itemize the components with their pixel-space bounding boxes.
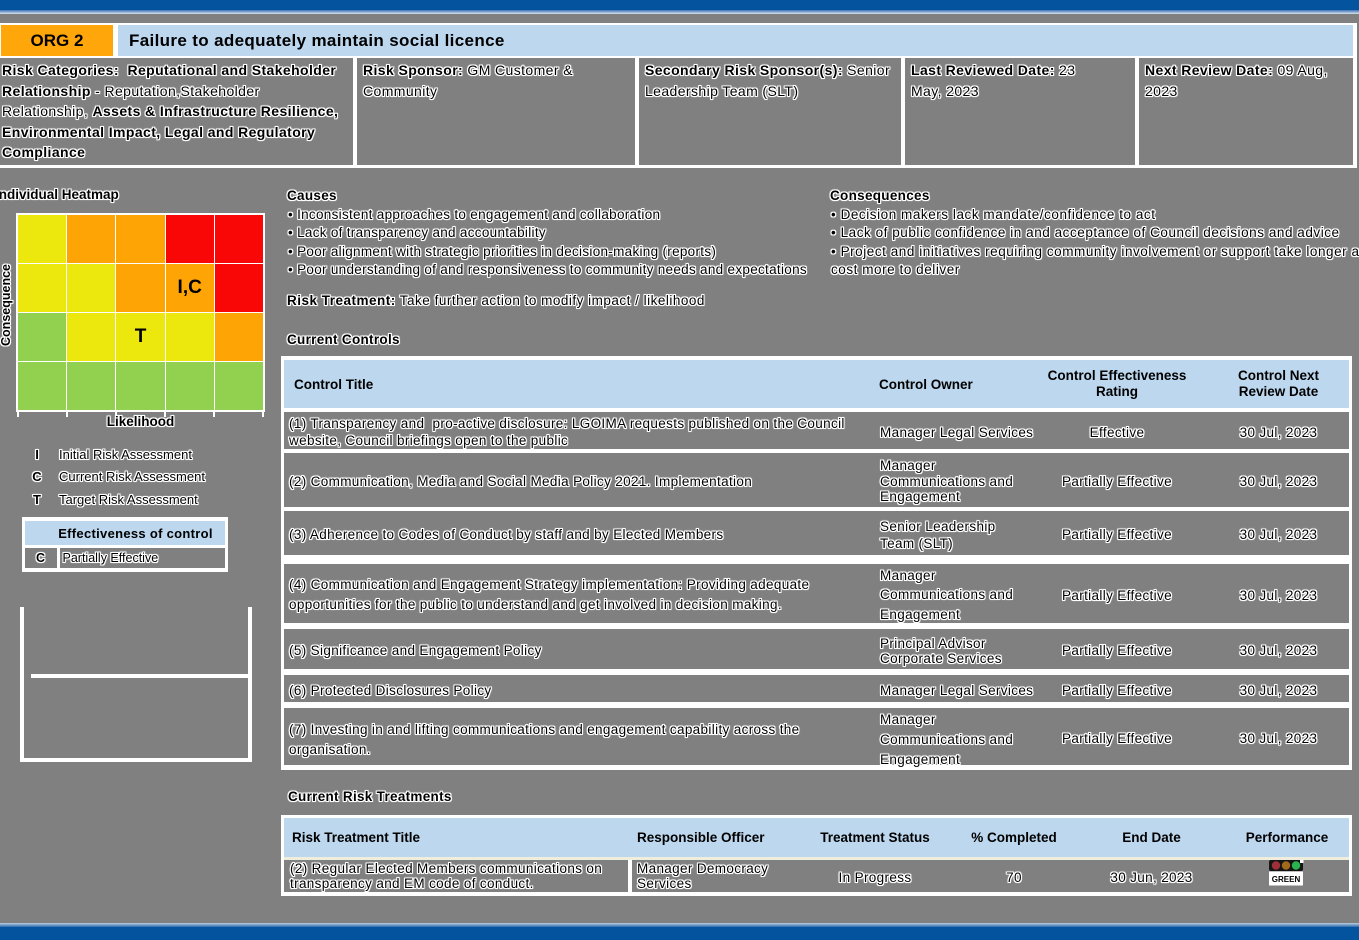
svg-text:GREEN: GREEN [1272,875,1301,884]
